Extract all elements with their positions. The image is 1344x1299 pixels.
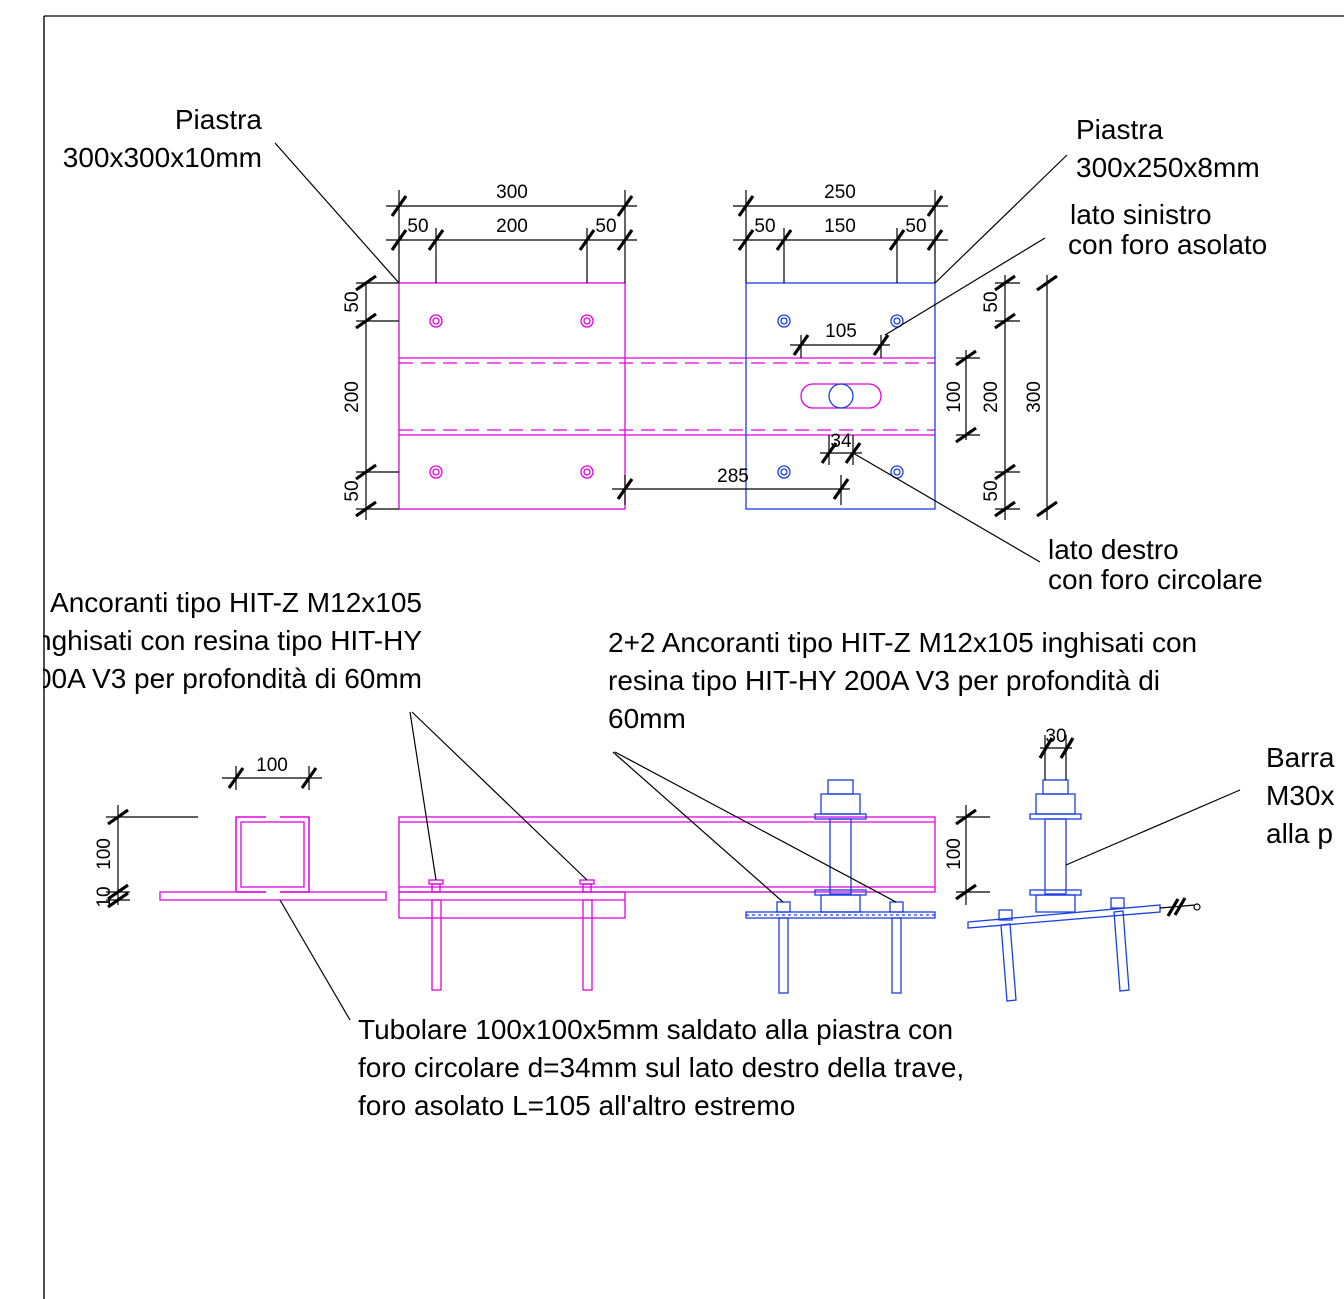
bar-note: Barra	[1266, 742, 1335, 773]
svg-text:34: 34	[830, 431, 852, 452]
svg-text:50: 50	[981, 291, 1002, 312]
svg-text:50: 50	[407, 216, 428, 237]
slot-hole	[800, 383, 882, 409]
svg-text:250: 250	[824, 182, 856, 203]
slot-note: con foro asolato	[1068, 229, 1267, 260]
bar-note: M30x	[1266, 780, 1334, 811]
svg-text:50: 50	[754, 216, 775, 237]
dims-tube-section: 100 100 10	[94, 755, 322, 909]
plan-right-plate	[745, 282, 936, 510]
anchor-left-note: 200A V3 per profondità di 60mm	[20, 663, 422, 694]
left-margin-mask	[0, 17, 43, 1299]
dims-holes: 105 34 285	[612, 321, 890, 505]
anchor-right-note: 60mm	[608, 703, 686, 734]
svg-text:50: 50	[981, 480, 1002, 501]
svg-text:200: 200	[496, 216, 528, 237]
tube-section	[159, 816, 387, 901]
svg-text:100: 100	[94, 838, 115, 870]
anchor-left-note: Ancoranti tipo HIT-Z M12x105	[50, 587, 422, 618]
svg-text:50: 50	[905, 216, 926, 237]
svg-text:100: 100	[256, 755, 288, 776]
leader-lines-plan	[274, 142, 1068, 563]
hole-note: lato destro	[1048, 534, 1179, 565]
anchor-bolt-icon	[429, 314, 594, 479]
dims-top-left: 300 200 50 50	[386, 182, 637, 283]
svg-text:100: 100	[944, 838, 965, 870]
dims-top-right: 250 150 50 50	[733, 182, 948, 283]
svg-text:30: 30	[1045, 726, 1066, 747]
beam-elevation	[398, 816, 936, 991]
svg-text:200: 200	[342, 381, 363, 413]
plate-right-size: 300x250x8mm	[1076, 152, 1260, 183]
leader-lines-section	[279, 711, 1241, 1021]
plate-elevation-inclined	[967, 779, 1201, 1002]
plate-elevation-right	[745, 779, 936, 994]
bar-note: alla p	[1266, 818, 1333, 849]
plate-left-title: Piastra	[175, 104, 263, 135]
svg-text:285: 285	[717, 466, 749, 487]
svg-text:50: 50	[342, 480, 363, 501]
hole-note: con foro circolare	[1048, 564, 1263, 595]
tube-note: Tubolare 100x100x5mm saldato alla piastr…	[358, 1014, 953, 1045]
anchor-right-note: 2+2 Ancoranti tipo HIT-Z M12x105 inghisa…	[608, 627, 1197, 658]
plan-left-plate	[398, 282, 935, 510]
plate-left-size: 300x300x10mm	[63, 142, 262, 173]
dims-left-vertical: 50 200 50	[342, 274, 399, 520]
round-hole	[828, 383, 854, 409]
anchor-right-note: resina tipo HIT-HY 200A V3 per profondit…	[608, 665, 1160, 696]
dims-section-right: 100 30	[944, 726, 1075, 905]
svg-text:10: 10	[94, 886, 115, 907]
svg-text:105: 105	[825, 321, 857, 342]
tube-note: foro circolare d=34mm sul lato destro de…	[358, 1052, 964, 1083]
svg-text:300: 300	[1024, 381, 1045, 413]
slot-note: lato sinistro	[1070, 199, 1212, 230]
anchor-left-note: inghisati con resina tipo HIT-HY	[30, 625, 423, 656]
tube-note: foro asolato L=105 all'altro estremo	[358, 1090, 795, 1121]
svg-text:300: 300	[496, 182, 528, 203]
svg-text:50: 50	[595, 216, 616, 237]
svg-text:50: 50	[342, 291, 363, 312]
svg-text:200: 200	[981, 381, 1002, 413]
notes: Piastra 300x300x10mm Piastra 300x250x8mm…	[20, 104, 1334, 1121]
svg-text:150: 150	[824, 216, 856, 237]
dims-right-vertical: 100 50 200 50 300	[944, 274, 1058, 520]
svg-text:100: 100	[944, 381, 965, 413]
plate-right-title: Piastra	[1076, 114, 1164, 145]
anchor-bolt-icon	[777, 314, 904, 479]
